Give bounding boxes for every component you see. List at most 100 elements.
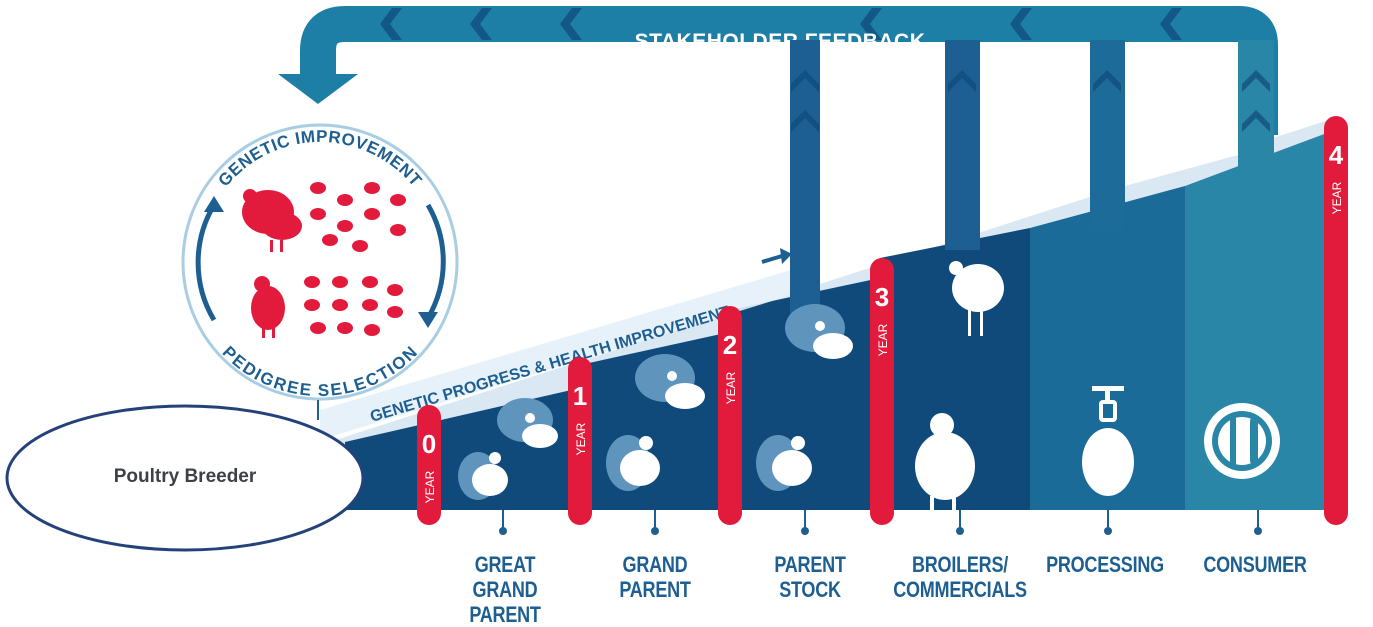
gg-parent-turkey-icon: [497, 398, 558, 448]
stage-connectors: [499, 510, 1262, 535]
feedback-chevron: [860, 8, 882, 40]
red-turkey-small-icon: [310, 208, 326, 220]
red-chicken-small-icon: [337, 322, 353, 334]
feedback-gap-1: [820, 52, 945, 270]
year-marker-unit: YEAR: [574, 422, 588, 455]
broiler-chicken-icon: [915, 413, 975, 510]
red-chicken-small-icon: [310, 322, 326, 334]
red-turkey-small-icon: [310, 182, 326, 194]
year-marker-number: 1: [573, 381, 587, 411]
riser-chevron: [1242, 110, 1270, 132]
parent-stock-turkey-icon: [785, 304, 853, 359]
red-turkey-small-icon: [337, 220, 353, 232]
riser-chevron: [791, 110, 819, 132]
parent-stock-chicken-icon: [756, 435, 812, 491]
grand-parent-turkey-icon: [635, 354, 705, 409]
red-chicken-small-icon: [332, 299, 348, 311]
processed-chicken-icon: [1082, 386, 1134, 496]
year-marker-bar: [417, 405, 441, 525]
feedback-chevron: [470, 8, 492, 40]
red-turkey-small-icon: [364, 182, 380, 194]
year-marker-unit: YEAR: [1330, 181, 1344, 214]
stage-label-grand-parent: GRAND PARENT: [619, 552, 691, 602]
red-turkey-small-icon: [390, 224, 406, 236]
progress-arrow-head: [780, 248, 792, 264]
stage-label-great-grand-parent: GREAT GRAND PARENT: [469, 552, 541, 627]
feedback-arrow-head: [278, 74, 358, 104]
stage-label-processing: PROCESSING: [1046, 552, 1164, 577]
feedback-chevron: [1010, 8, 1032, 40]
red-chicken-small-icon: [362, 276, 378, 288]
broiler-turkey-icon: [949, 261, 1004, 336]
red-chicken-small-icon: [387, 306, 403, 318]
red-turkey-small-icon: [322, 234, 338, 246]
cycle-arrow-left-head: [204, 196, 224, 212]
feedback-riser-processing: [1090, 40, 1125, 230]
diagram-canvas: STAKEHOLDER FEEDBACK GENETIC PROGRESS & …: [5, 6, 1348, 552]
year-marker-bar: [1324, 116, 1348, 525]
red-chicken-small-icon: [387, 284, 403, 296]
progress-band: [320, 265, 808, 440]
feedback-gap-3: [1125, 52, 1238, 186]
red-turkey-icon: [242, 189, 302, 252]
cycle-arrow-right-head: [418, 312, 438, 328]
red-chicken-small-icon: [304, 299, 320, 311]
feedback-gap-2: [980, 52, 1090, 227]
stage-connector-dot: [651, 527, 659, 535]
year-marker-number: 0: [422, 429, 436, 459]
red-chicken-flock-icon: [304, 276, 403, 336]
stage-connector-dot: [956, 527, 964, 535]
feedback-chevron: [560, 8, 582, 40]
breeder-label: Poultry Breeder: [113, 466, 257, 487]
stage-label-broilers-commercials: BROILERS/ COMMERCIALS: [893, 552, 1027, 602]
red-turkey-small-icon: [337, 194, 353, 206]
stage-connector-dot: [1104, 527, 1112, 535]
feedback-chevrons: [380, 8, 1182, 40]
breeder-ellipse: [5, 404, 365, 552]
poultry-breeding-diagram: STAKEHOLDER FEEDBACK GENETIC PROGRESS & …: [5, 6, 1348, 627]
stage-label-consumer: CONSUMER: [1203, 552, 1307, 577]
stage-connector-dot: [801, 527, 809, 535]
red-chicken-small-icon: [304, 276, 320, 288]
processing-column: [1030, 186, 1185, 510]
riser-chevrons: [791, 70, 1270, 132]
stage-connector-dot: [499, 527, 507, 535]
gg-parent-chicken-icon: [458, 452, 508, 500]
red-turkey-small-icon: [352, 240, 368, 252]
progress-arrow-line: [761, 254, 783, 264]
plate-cutlery-icon: [1204, 403, 1280, 479]
feedback-label: STAKEHOLDER FEEDBACK: [635, 30, 926, 53]
feedback-chevron: [380, 8, 402, 40]
stage-label-parent-stock: PARENT STOCK: [774, 552, 846, 602]
red-chicken-icon: [251, 276, 285, 338]
cycle-arrow-right: [425, 203, 446, 320]
year-marker-unit: YEAR: [423, 470, 437, 503]
red-turkey-small-icon: [390, 194, 406, 206]
red-turkey-small-icon: [364, 208, 380, 220]
red-chicken-small-icon: [362, 299, 378, 311]
red-turkey-flock-icon: [310, 182, 406, 252]
year-marker-number: 3: [875, 282, 889, 312]
year-marker-bar: [568, 357, 592, 525]
year-marker-bar: [870, 258, 894, 525]
year-marker-unit: YEAR: [724, 371, 738, 404]
cycle-arrow-left: [195, 203, 217, 322]
riser-chevron: [1093, 70, 1121, 92]
stage-connector-dot: [1254, 527, 1262, 535]
feedback-chevron: [1160, 8, 1182, 40]
year-marker-unit: YEAR: [876, 323, 890, 356]
feedback-arrow-path: [300, 6, 1278, 135]
year-marker-number: 4: [1329, 140, 1344, 170]
riser-chevron: [1242, 70, 1270, 92]
year-marker-number: 2: [723, 330, 737, 360]
year-marker-bar: [718, 306, 742, 525]
red-chicken-small-icon: [332, 276, 348, 288]
riser-chevron: [948, 70, 976, 92]
grand-parent-chicken-icon: [606, 435, 660, 491]
